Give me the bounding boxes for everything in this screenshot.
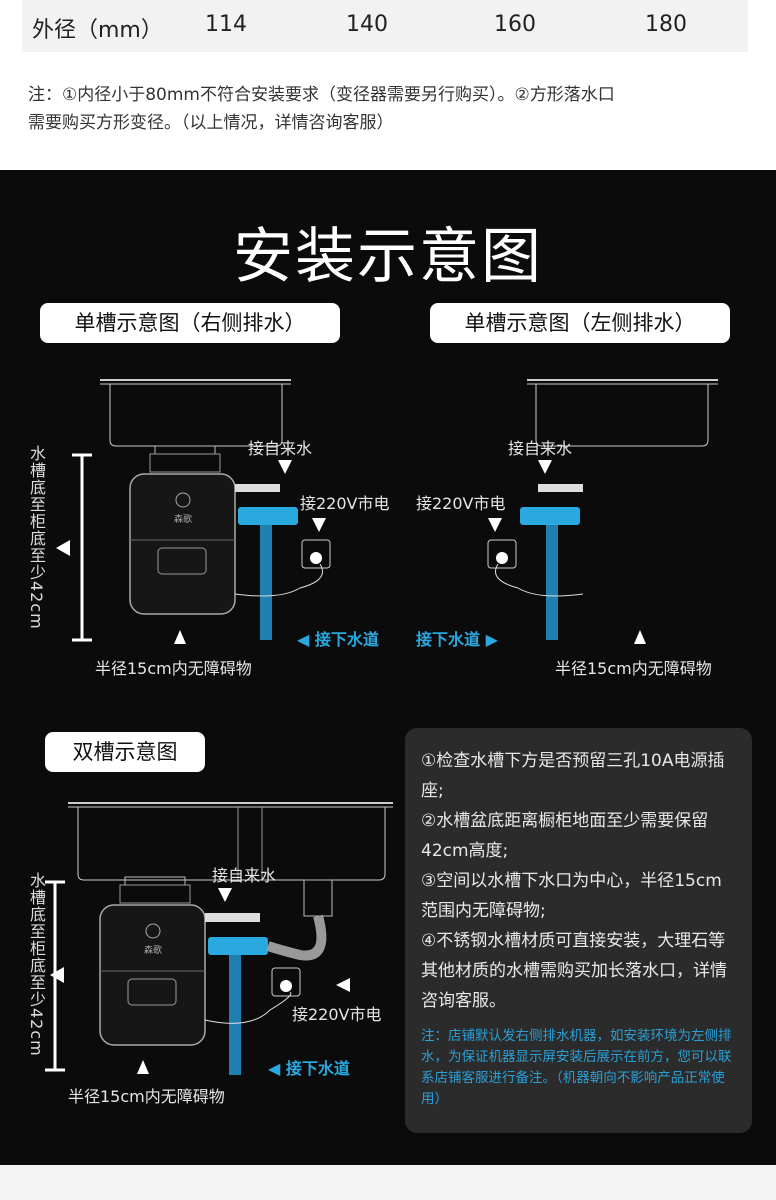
height-label: 水槽底至柜底至少42cm (27, 445, 46, 630)
drain-label: ◀ 接下水道 (297, 626, 379, 650)
label-double: 双槽示意图 (45, 732, 205, 772)
power-label: 接220V市电 (416, 494, 506, 513)
arrow-icon (56, 540, 70, 556)
double-diagram (45, 802, 393, 1075)
table-cell: 160 (494, 12, 536, 37)
drain-pipe (260, 525, 272, 640)
t-valve (238, 507, 298, 525)
checklist-note: 注：店铺默认发右侧排水机器，如安装环境为左侧排水，为保证机器显示屏安装后展示在前… (421, 1028, 732, 1107)
clearance-label: 半径15cm内无障碍物 (95, 659, 252, 678)
arrow-up-icon (174, 630, 186, 644)
drain-trap (303, 879, 333, 917)
single-left-diagram (487, 379, 718, 644)
footer-strip (0, 1165, 776, 1200)
checklist-item: ②水槽盆底距离橱柜地面至少需要保留42cm高度; (421, 811, 709, 861)
table-cell: 140 (346, 12, 388, 37)
table-header: 外径（mm） (32, 18, 163, 43)
drain-label: ◀ 接下水道 (268, 1055, 350, 1079)
power-outlet (301, 539, 331, 569)
arrow-down-icon (278, 460, 292, 474)
arrow-left-icon: ◀ (297, 630, 315, 649)
arrow-down-icon (312, 518, 326, 532)
corrugated-hose (266, 914, 327, 961)
height-dimension (72, 453, 92, 642)
drain-text: 接下水道 (416, 630, 481, 649)
power-cord (234, 563, 323, 597)
checklist-item: ③空间以水槽下水口为中心，半径15cm范围内无障碍物; (421, 871, 722, 921)
spec-note: 注：①内径小于80mm不符合安装要求（变径器需要另行购买）。②方形落水口 (28, 85, 615, 105)
spec-table-row (22, 0, 748, 52)
checklist-item: ①检查水槽下方是否预留三孔10A电源插座; (421, 751, 725, 801)
single-right-diagram (56, 379, 331, 644)
disposer-unit (129, 445, 236, 615)
table-cell: 180 (645, 12, 687, 37)
spec-note: 需要购买方形变径。（以上情况，详情咨询客服） (28, 113, 394, 133)
label-single-left: 单槽示意图（左侧排水） (430, 303, 730, 343)
water-in-label: 接自来水 (248, 439, 313, 458)
clearance-label: 半径15cm内无障碍物 (555, 659, 712, 678)
water-in-label: 接自来水 (508, 439, 573, 458)
power-label: 接220V市电 (300, 494, 390, 513)
drain-text: 接下水道 (314, 630, 379, 649)
height-label: 水槽底至柜底至少42cm (27, 872, 46, 1057)
drain-label: 接下水道 ▶ (416, 626, 498, 650)
clearance-label: 半径15cm内无障碍物 (68, 1087, 225, 1106)
table-cell: 114 (205, 12, 247, 37)
checklist-item: ④不锈钢水槽材质可直接安装，大理石等其他材质的水槽需购买加长落水口，详情咨询客服… (421, 931, 727, 1011)
arrow-right-icon: ▶ (480, 630, 498, 649)
drain-text: 接下水道 (285, 1059, 350, 1078)
checklist-panel: ①检查水槽下方是否预留三孔10A电源插座; ②水槽盆底距离橱柜地面至少需要保留4… (405, 728, 752, 1133)
power-label: 接220V市电 (292, 1005, 382, 1024)
arrow-left-icon: ◀ (268, 1059, 286, 1078)
water-in-label: 接自来水 (212, 866, 277, 885)
water-inlet-pipe (235, 484, 280, 492)
label-single-right: 单槽示意图（右侧排水） (40, 303, 340, 343)
section-title: 安装示意图 (233, 222, 543, 292)
